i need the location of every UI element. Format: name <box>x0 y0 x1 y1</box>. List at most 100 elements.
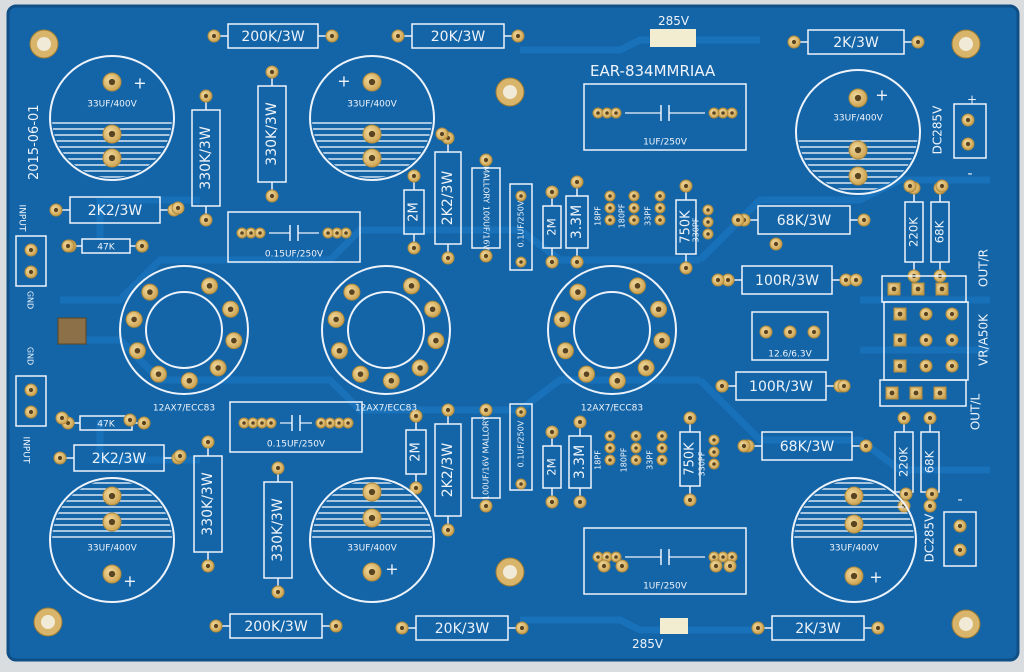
coupling-cap-outline <box>509 183 533 271</box>
pad-hole <box>108 78 116 86</box>
resistor-label: 2K2/3W <box>92 451 147 467</box>
pad-hole <box>519 260 523 264</box>
mounting-hole-center <box>41 615 55 629</box>
pad-hole <box>727 563 733 569</box>
pad-hole <box>240 231 244 235</box>
pad-hole <box>549 259 555 265</box>
electrolytic-outline <box>49 55 175 181</box>
pad-hole <box>139 243 145 249</box>
pad-hole <box>333 316 339 323</box>
pad-hole <box>854 172 862 180</box>
pad-hole <box>687 415 693 421</box>
pad-hole <box>608 434 612 438</box>
pad-hole <box>608 446 612 450</box>
pad-hole <box>660 458 664 462</box>
pad-hole <box>861 217 867 223</box>
pad-hole <box>715 277 721 283</box>
pad-hole <box>706 208 710 212</box>
pad-hole <box>903 491 909 497</box>
pad-hole <box>574 179 580 185</box>
pad-hole <box>632 206 636 210</box>
coupling-cap-label: 0.1UF/250V <box>517 200 526 247</box>
pad-hole <box>53 207 59 213</box>
pad-hole <box>787 329 793 335</box>
electrolytic-outline <box>791 477 917 603</box>
pad-hole <box>791 39 797 45</box>
pad-hole <box>147 289 153 295</box>
pad-hole <box>433 337 439 344</box>
input-connector-outline <box>15 235 47 287</box>
pad-hole <box>519 410 523 414</box>
pad-hole <box>28 269 34 275</box>
pad-hole <box>719 383 725 389</box>
pad-hole <box>632 194 636 198</box>
pad-hole <box>773 241 779 247</box>
board-date: 2015-06-01 <box>27 104 42 180</box>
pad-hole <box>863 443 869 449</box>
resistor-label: 68K <box>923 450 937 473</box>
electrolytic-label: 33UF/400V <box>833 114 883 124</box>
out-l-label: OUT/L <box>969 394 983 431</box>
pad-hole <box>251 421 255 425</box>
pad-hole <box>712 462 716 466</box>
tube-socket-inner <box>573 291 651 369</box>
pad-hole <box>915 39 921 45</box>
pad-hole <box>913 390 919 396</box>
pf-cap-label: 33PF <box>644 206 653 226</box>
pad-hole <box>608 458 612 462</box>
dc-plus: + <box>967 93 977 107</box>
resistor-label: 2K2/3W <box>440 443 456 498</box>
pad-hole <box>141 420 147 426</box>
pad-hole <box>687 497 693 503</box>
pad-hole <box>483 157 489 163</box>
mounting-hole-center <box>959 37 973 51</box>
electrolytic-plus: + <box>133 74 146 93</box>
out-r-label: OUT/R <box>977 249 991 287</box>
pad-hole <box>619 563 625 569</box>
pad-hole <box>388 377 395 384</box>
resistor-label: 220K <box>907 217 921 247</box>
pf-cap-label: 18PF <box>594 206 603 226</box>
pad-hole <box>336 347 343 354</box>
pad-hole <box>368 154 376 162</box>
pad-hole <box>957 523 963 529</box>
pad-hole <box>411 173 417 179</box>
resistor-label: 47K <box>97 420 116 430</box>
pad-hole <box>915 286 921 292</box>
pad-hole <box>575 289 581 295</box>
pad-hole <box>658 194 662 198</box>
resistor-label: 750K <box>683 442 698 476</box>
pad-hole <box>658 218 662 222</box>
pad-hole <box>65 243 71 249</box>
pad-hole <box>658 206 662 210</box>
electrolytic-label: 33UF/400V <box>87 544 137 554</box>
pad-hole <box>519 194 523 198</box>
pad-hole <box>549 499 555 505</box>
pad-hole <box>741 443 747 449</box>
pad-hole <box>957 547 963 553</box>
mounting-hole-center <box>503 85 517 99</box>
pad-hole <box>28 409 34 415</box>
pf-cap-label: 180PF <box>618 203 627 228</box>
resistor-label: 68K/3W <box>777 213 832 229</box>
pad-hole <box>275 589 281 595</box>
resistor-label: 2K/3W <box>795 621 841 637</box>
pad-hole <box>634 446 638 450</box>
coupling-cap-label: 0.1UF/250V <box>517 420 526 467</box>
voltage-label-top: 285V <box>658 14 690 28</box>
pad-hole <box>368 78 376 86</box>
pad-hole <box>614 111 618 115</box>
resistor-label: 2M <box>545 458 559 476</box>
board-substrate <box>8 6 1018 660</box>
dc-label: DC285V <box>931 105 945 155</box>
film-cap-label: 0.15UF/250V <box>267 440 326 450</box>
electrolytic-label: 33UF/400V <box>87 100 137 110</box>
pad-hole <box>854 94 862 102</box>
pad-hole <box>206 283 213 289</box>
pad-hole <box>519 625 525 631</box>
resistor-label: 2M <box>409 442 424 462</box>
pad-hole <box>660 434 664 438</box>
film-cap-label: 0.15UF/250V <box>265 250 324 260</box>
pad-hole <box>634 458 638 462</box>
pad-hole <box>269 193 275 199</box>
